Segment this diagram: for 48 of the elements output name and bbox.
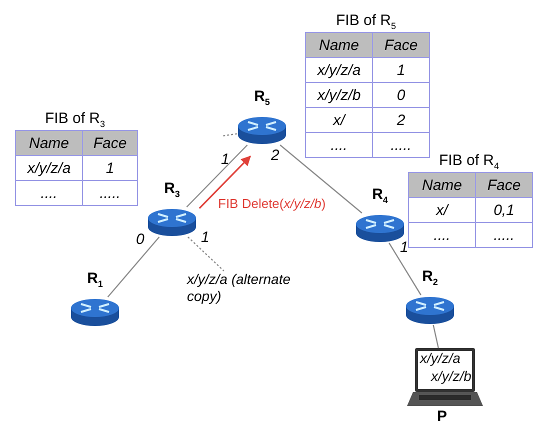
column-header: Face <box>476 172 532 198</box>
port-number: 2 <box>271 147 280 164</box>
table-value: ..... <box>476 222 532 248</box>
port-number: 1 <box>400 239 408 256</box>
column-header: Name <box>306 32 372 58</box>
table-value: ..... <box>372 132 430 158</box>
table-value: ..... <box>82 180 138 206</box>
table-title: FIB of R$_{4}$ <box>439 152 500 171</box>
screen-text: x/y/z/a <box>420 350 460 366</box>
table-value: x/ <box>306 108 372 132</box>
port-number: 1 <box>221 151 230 168</box>
column-header: Face <box>372 32 430 58</box>
table-value: 1 <box>372 58 430 82</box>
leader-line <box>187 236 224 272</box>
router-label: R$_{1}$ <box>86 270 104 289</box>
table-value: 0,1 <box>476 198 532 222</box>
edge-label: FIB Delete(x/y/z/b) <box>217 196 327 210</box>
note-text: x/y/z/a (alternate copy) <box>187 271 295 305</box>
column-header: Face <box>82 130 138 156</box>
router-label: R$_{5}$ <box>253 88 271 107</box>
table-value: .... <box>408 222 476 248</box>
router-label: R$_{2}$ <box>421 268 439 287</box>
device-label: P <box>437 408 448 425</box>
table-value: 2 <box>372 108 430 132</box>
table-value: x/y/z/a <box>306 58 372 82</box>
link-line <box>107 236 160 298</box>
link-line <box>432 324 439 348</box>
table-value: x/ <box>408 198 476 222</box>
table-value: .... <box>16 180 82 206</box>
link-line <box>388 242 422 296</box>
screen-text: x/y/z/b <box>431 368 472 384</box>
link-line <box>280 144 362 214</box>
table-value: x/y/z/b <box>306 82 372 108</box>
table-title: FIB of R$_{5}$ <box>336 12 396 31</box>
table-title: FIB of R$_{3}$ <box>45 110 106 129</box>
router-label: R$_{3}$ <box>163 180 181 199</box>
dotted-line <box>222 133 238 137</box>
router-label: R$_{4}$ <box>371 186 389 205</box>
arrow <box>198 156 251 209</box>
port-number: 1 <box>201 229 210 246</box>
table-value: x/y/z/a <box>16 156 82 180</box>
port-number: 0 <box>136 231 144 248</box>
column-header: Name <box>16 130 82 156</box>
link-line <box>186 144 248 208</box>
table-value: .... <box>306 132 372 158</box>
table-value: 1 <box>82 156 138 180</box>
column-header: Name <box>408 172 476 198</box>
table-value: 0 <box>372 82 430 108</box>
